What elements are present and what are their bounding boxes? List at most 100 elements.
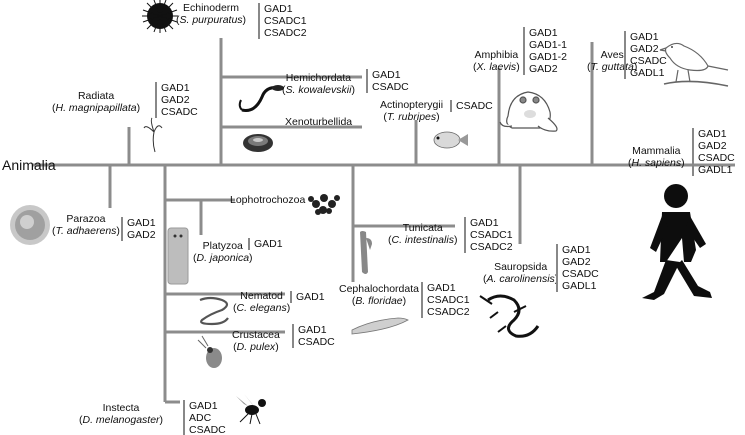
hydra-icon [143, 117, 163, 153]
gene-label: CSADC2 [470, 241, 513, 253]
gene-label: GAD2 [562, 256, 591, 268]
hemichordata-name: Hemichordata [285, 72, 352, 84]
hemichordata-species: S. kowalevskii [285, 84, 352, 96]
gene-label: CSADC [630, 55, 667, 67]
lophotrochozoa-name: Lophotrochozoa [230, 194, 306, 206]
nematode-icon [199, 296, 229, 326]
pufferfish-icon [433, 131, 468, 149]
gene-label: GAD1-1 [529, 39, 567, 51]
gene-label: GAD1 [298, 324, 327, 336]
xenoturbellida-name: Xenoturbellida [285, 116, 353, 128]
sauropsida-genes: GAD1 GAD2 CSADC GADL1 [556, 244, 599, 292]
actinopterygii-label: Actinopterygii (T. rubripes) [380, 99, 444, 123]
root-label: Animalia [2, 157, 56, 173]
sea-urchin-icon [142, 0, 178, 33]
gene-label: CSADC2 [264, 27, 307, 39]
parazoa-label: Parazoa (T. adhaerens) [52, 213, 120, 237]
hemichordata-genes: GAD1 CSADC [366, 69, 409, 93]
parazoa-genes: GAD1 GAD2 [121, 217, 156, 241]
parazoa-species: T. adhaerens [55, 225, 117, 237]
cephalochordata-label: Cephalochordata (B. floridae) [339, 283, 419, 307]
platyzoa-label: Platyzoa (D. japonica) [193, 240, 253, 264]
frog-icon [499, 91, 558, 132]
crustacea-label: Crustacea (D. pulex) [232, 329, 280, 353]
gene-label: GAD1 [470, 217, 499, 229]
acorn-worm-icon [238, 85, 284, 112]
crustacea-genes: GAD1 CSADC [292, 324, 335, 348]
radiata-label: Radiata (H. magnipapillata) [52, 90, 141, 114]
gene-label: GAD1 [127, 217, 156, 229]
gene-label: GAD1 [372, 69, 401, 81]
gene-label: CSADC [562, 268, 599, 280]
gene-label: CSADC [698, 152, 735, 164]
gene-label: CSADC [456, 100, 493, 112]
gene-label: CSADC1 [470, 229, 513, 241]
crustacea-name: Crustacea [232, 329, 280, 341]
gene-label: GAD1 [189, 400, 218, 412]
gene-label: CSADC [298, 336, 335, 348]
xenoturbellida-label: Xenoturbellida [285, 116, 352, 128]
gene-label: GADL1 [698, 164, 733, 176]
sauropsida-species: A. carolinensis [486, 273, 555, 285]
cephalochordata-species: B. floridae [355, 295, 403, 307]
gene-label: GAD1 [296, 291, 325, 303]
parazoa-name: Parazoa [66, 213, 106, 225]
gene-label: CSADC [189, 424, 226, 435]
echinoderm-genes: GAD1 CSADC1 CSADC2 [258, 3, 307, 39]
mammalia-label: Mammalia (H. sapiens) [628, 145, 685, 169]
tunicata-species: C. intestinalis [391, 234, 454, 246]
platyzoa-species: D. japonica [196, 252, 250, 264]
echinoderm-label: Echinoderm (S. purpuratus) [176, 2, 247, 26]
planarian-icon [167, 227, 189, 285]
mammalia-species: H. sapiens [631, 157, 682, 169]
tunicata-name: Tunicata [402, 222, 443, 234]
bird-icon [659, 42, 729, 87]
amphibia-species: X. laevis [476, 61, 517, 73]
nematod-species: C. elegans [236, 302, 287, 314]
cephalochordata-genes: GAD1 CSADC1 CSADC2 [421, 282, 470, 318]
tunicata-label: Tunicata (C. intestinalis) [388, 222, 458, 246]
actinopterygii-name: Actinopterygii [380, 99, 444, 111]
gene-label: GAD2 [127, 229, 156, 241]
gene-label: CSADC [372, 81, 409, 93]
gene-label: GAD1 [427, 282, 456, 294]
gene-label: GADL1 [630, 67, 665, 79]
daphnia-icon [197, 335, 222, 368]
gene-label: ADC [189, 412, 212, 424]
gene-label: GAD2 [161, 94, 190, 106]
echinoderm-name: Echinoderm [183, 2, 240, 14]
nematod-genes: GAD1 [290, 291, 325, 303]
gene-label: GAD1 [698, 128, 727, 140]
trichoplax-icon [10, 205, 50, 245]
insecta-label: Instecta (D. melanogaster) [79, 402, 164, 426]
platyzoa-name: Platyzoa [202, 240, 243, 252]
gene-label: GAD2 [698, 140, 727, 152]
gene-label: CSADC2 [427, 306, 470, 318]
amphibia-label: Amphibia (X. laevis) [473, 49, 520, 73]
gene-label: GAD2 [630, 43, 659, 55]
radiata-species: H. magnipapillata [55, 102, 137, 114]
amphioxus-icon [351, 317, 409, 335]
amphibia-genes: GAD1 GAD1-1 GAD1-2 GAD2 [523, 27, 567, 75]
gene-label: GAD1 [562, 244, 591, 256]
gene-label: GAD1 [254, 238, 283, 250]
gene-label: GAD1 [529, 27, 558, 39]
aves-label: Aves (T. guttata) [587, 49, 638, 73]
insecta-name: Instecta [102, 402, 140, 414]
aves-genes: GAD1 GAD2 CSADC GADL1 [624, 31, 667, 79]
gene-label: GADL1 [562, 280, 597, 292]
tunicata-genes: GAD1 CSADC1 CSADC2 [464, 217, 513, 253]
amphibia-name: Amphibia [474, 49, 519, 61]
gene-label: GAD1 [630, 31, 659, 43]
xenoturbella-icon [243, 134, 273, 152]
gene-label: CSADC1 [427, 294, 470, 306]
tunicate-icon [360, 231, 372, 274]
insecta-genes: GAD1 ADC CSADC [183, 400, 226, 435]
radiata-genes: GAD1 GAD2 CSADC [155, 82, 198, 118]
gene-label: GAD1 [264, 3, 293, 15]
gene-label: GAD1-2 [529, 51, 567, 63]
aves-name: Aves [600, 49, 624, 61]
actinopterygii-genes: CSADC [450, 100, 493, 112]
human-silhouette-icon [642, 184, 712, 300]
sauropsida-name: Sauropsida [494, 261, 548, 273]
